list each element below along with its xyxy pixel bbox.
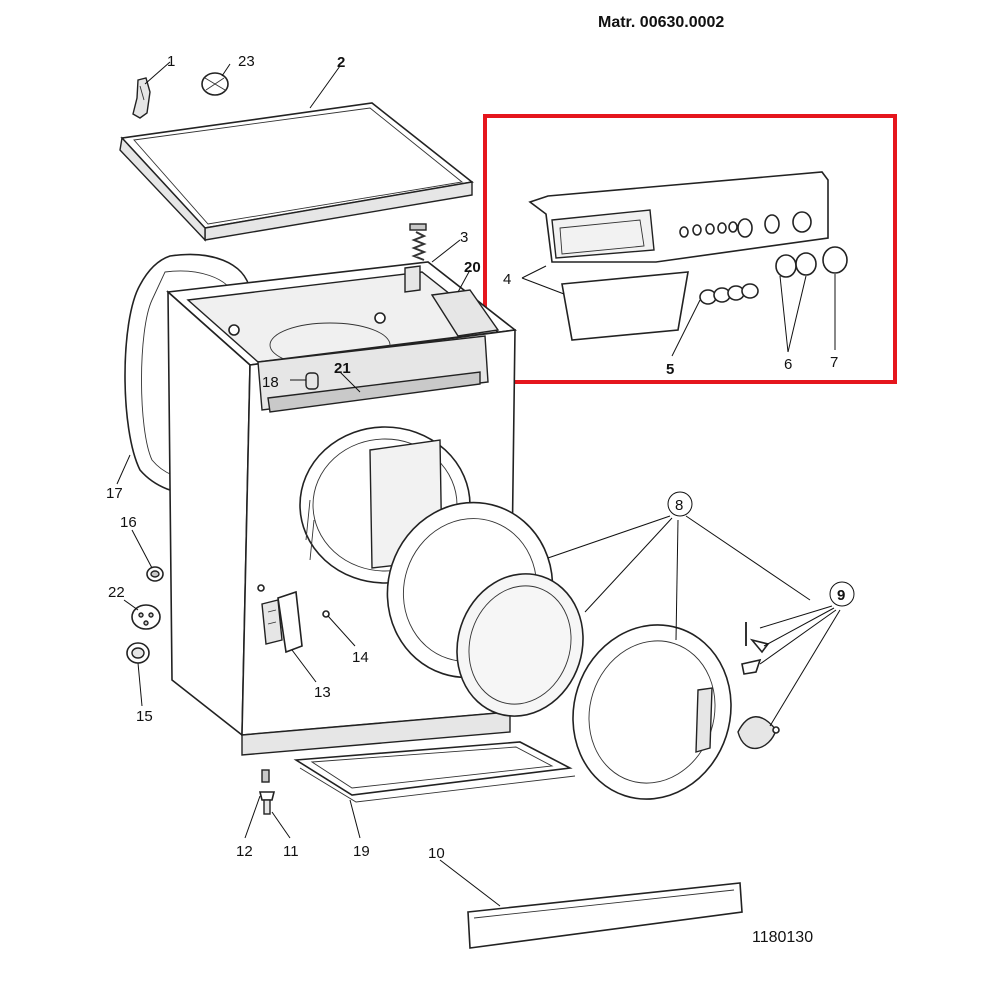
leader-lines [116,61,841,907]
part-1-hook [132,77,151,119]
matr-number: Matr. 00630.0002 [598,14,724,31]
callout-1: 1 [167,53,175,70]
highlight-box [483,114,897,384]
callout-11: 11 [283,843,299,860]
callout-7: 7 [830,354,838,371]
callout-6: 6 [784,356,792,373]
part-11-foot-screw [258,791,276,815]
callout-20: 20 [464,259,481,276]
callout-12: 12 [236,843,253,860]
callout-10: 10 [428,845,445,862]
part-8-door-glass [456,573,584,717]
callout-4: 4 [503,271,511,288]
callout-22: 22 [108,584,125,601]
callout-17: 17 [106,485,123,502]
part-12-spring [261,769,270,783]
part-5-push-buttons [699,283,759,305]
part-13-door-lock [261,590,303,654]
callout-19: 19 [353,843,370,860]
part-15-cap [126,642,150,664]
part-9-hinge-pin [741,622,770,675]
callout-14: 14 [352,649,369,666]
callout-21: 21 [334,360,351,377]
part-16-grommet [146,566,164,582]
part-7-knob [822,246,848,274]
part-23-clip [201,72,229,96]
callout-23: 23 [238,53,255,70]
callout-16: 16 [120,514,137,531]
callout-18: 18 [262,374,279,391]
callout-13: 13 [314,684,331,701]
part-19-base-frame [293,741,576,803]
callout-15: 15 [136,708,153,725]
part-22-foot-base [131,604,161,630]
part-6-knobs [775,252,817,278]
callout-8-circle [667,491,693,517]
part-4-panel-cover [561,271,689,341]
part-9-door-handle [737,716,780,750]
part-2-top-lid [119,102,474,242]
drawing-code: 1180130 [752,929,813,946]
callout-5: 5 [666,361,674,378]
part-3-spring [409,223,427,261]
callout-2: 2 [337,54,345,71]
callout-3: 3 [460,229,468,246]
callout-8: 8 [675,497,683,514]
part-8-door-outer-frame [572,624,732,800]
part-10-kick-panel [467,882,743,949]
callout-9: 9 [837,587,845,604]
callout-9-circle [829,581,855,607]
part-4-control-panel [528,171,829,263]
